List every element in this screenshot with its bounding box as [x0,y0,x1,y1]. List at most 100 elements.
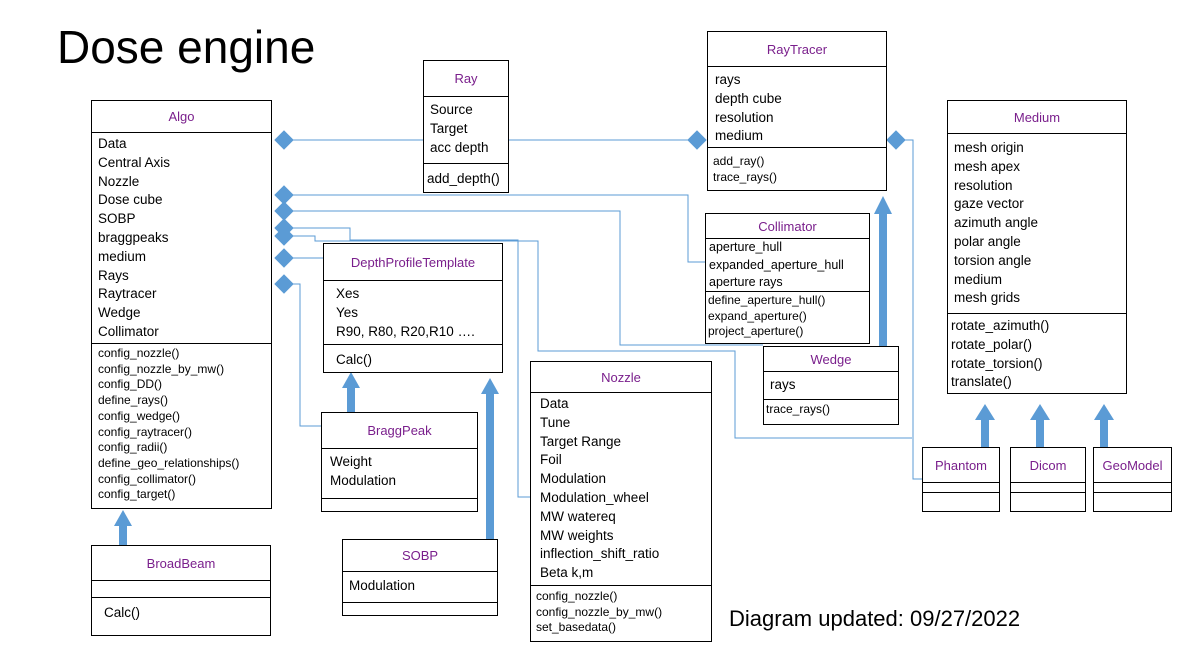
attribute: Foil [540,452,562,468]
diamond-algo-ray [274,130,294,150]
attribute: medium [954,271,1003,287]
method: add_ray() [713,154,765,168]
class-algo: Algo Data Central Axis Nozzle Dose cube … [91,100,272,509]
attribute: Xes [336,286,360,301]
attribute: medium [715,128,764,144]
attribute: rays [715,72,741,87]
attribute: Tune [540,414,571,430]
class-title: BraggPeak [322,413,477,449]
attributes-section: Modulation [343,572,497,603]
attribute: Modulation [330,472,397,488]
attribute: Raytracer [98,286,157,302]
attribute: Wedge [98,305,141,321]
methods-section [1011,493,1085,495]
arrow-geomodel-medium [1094,404,1114,447]
attributes-section: Xes Yes R90, R80, R20,R10 …. [324,281,502,345]
attribute: rays [770,377,796,392]
attributes-section [92,581,270,598]
method: rotate_azimuth() [951,318,1050,333]
attribute: Nozzle [98,173,140,189]
class-collimator: Collimator aperture_hull expanded_apertu… [705,213,870,344]
method: config_nozzle_by_mw() [536,604,663,619]
attribute: MW weights [540,527,614,543]
attribute: Data [540,396,569,411]
attribute: inflection_shift_ratio [540,546,660,562]
attributes-section: mesh origin mesh apex resolution gaze ve… [948,134,1126,314]
methods-section: Calc() [324,345,502,370]
attribute: MW watereq [540,508,616,524]
method: Calc() [104,605,140,620]
method: define_geo_relationships() [98,455,240,470]
class-title: DepthProfileTemplate [324,244,502,281]
method: project_aperture() [708,324,804,339]
method: add_depth() [427,171,500,186]
class-title: Wedge [764,347,898,372]
class-title: BroadBeam [92,546,270,581]
updated-note: Diagram updated: 09/27/2022 [729,606,1021,631]
attribute: Rays [98,267,129,283]
algo-rays-link [293,283,321,427]
method: translate() [951,374,1012,390]
diamond-raytracer-ray [687,130,707,150]
attribute: aperture_hull [709,240,782,254]
methods-section: trace_rays() [764,400,898,418]
method: define_rays() [98,393,169,408]
attribute: Modulation_wheel [540,489,649,505]
attributes-section: Data Tune Target Range Foil Modulation M… [531,393,711,586]
attribute: expanded_aperture_hull [709,257,844,272]
attribute: azimuth angle [954,215,1039,231]
method: trace_rays() [766,402,831,416]
methods-section [322,499,477,501]
method: expand_aperture() [708,308,807,323]
methods-section: define_aperture_hull() expand_aperture()… [706,292,869,340]
diamond-algo-braggpeak [274,226,294,246]
attributes-section: Weight Modulation [322,449,477,499]
diamond-raytracer-medium [886,130,906,150]
attributes-section: Source Target acc depth [424,97,508,164]
class-title: Medium [948,101,1126,134]
method: config_nozzle_by_mw() [98,361,225,376]
methods-section [923,493,999,495]
arrow-phantom-medium [975,404,995,447]
class-title: Phantom [923,448,999,483]
class-nozzle: Nozzle Data Tune Target Range Foil Modul… [530,361,712,642]
algo-wedge-link [293,210,763,346]
attribute: depth cube [715,90,782,106]
attribute: mesh grids [954,290,1021,306]
class-title: Collimator [706,214,869,239]
diagram-title: Dose engine [57,21,316,73]
diamond-algo-rays [274,274,294,294]
class-title: Algo [92,101,271,133]
arrow-sobp-depthprofile [481,378,499,539]
class-depthprofiletemplate: DepthProfileTemplate Xes Yes R90, R80, R… [323,243,503,373]
class-title: Ray [424,61,508,97]
method: config_target() [98,487,176,502]
class-medium: Medium mesh origin mesh apex resolution … [947,100,1127,394]
attribute: gaze vector [954,196,1024,212]
class-broadbeam: BroadBeam Calc() [91,545,271,636]
methods-section: add_depth() [424,164,508,189]
method: config_nozzle() [98,346,180,360]
attribute: Data [98,136,127,151]
method: config_collimator() [98,471,197,486]
algo-collimator-link [293,194,706,263]
class-title: GeoModel [1094,448,1171,483]
attributes-section [1011,483,1085,493]
algo-nozzle-link [293,227,530,498]
attribute: resolution [715,109,774,125]
methods-section: config_nozzle() config_nozzle_by_mw() co… [92,344,271,503]
method: config_nozzle() [536,589,618,603]
attribute: mesh apex [954,158,1021,174]
attribute: braggpeaks [98,229,169,245]
method: config_radii() [98,440,168,455]
attribute: medium [98,248,147,264]
methods-section: add_ray() trace_rays() [708,148,886,185]
class-sobp: SOBP Modulation [342,539,498,616]
diamond-algo-collimator [274,185,294,205]
attributes-section: rays [764,372,898,400]
attributes-section [923,483,999,493]
attribute: Target Range [540,433,622,449]
attributes-section [1094,483,1171,493]
method: define_aperture_hull() [708,293,826,307]
